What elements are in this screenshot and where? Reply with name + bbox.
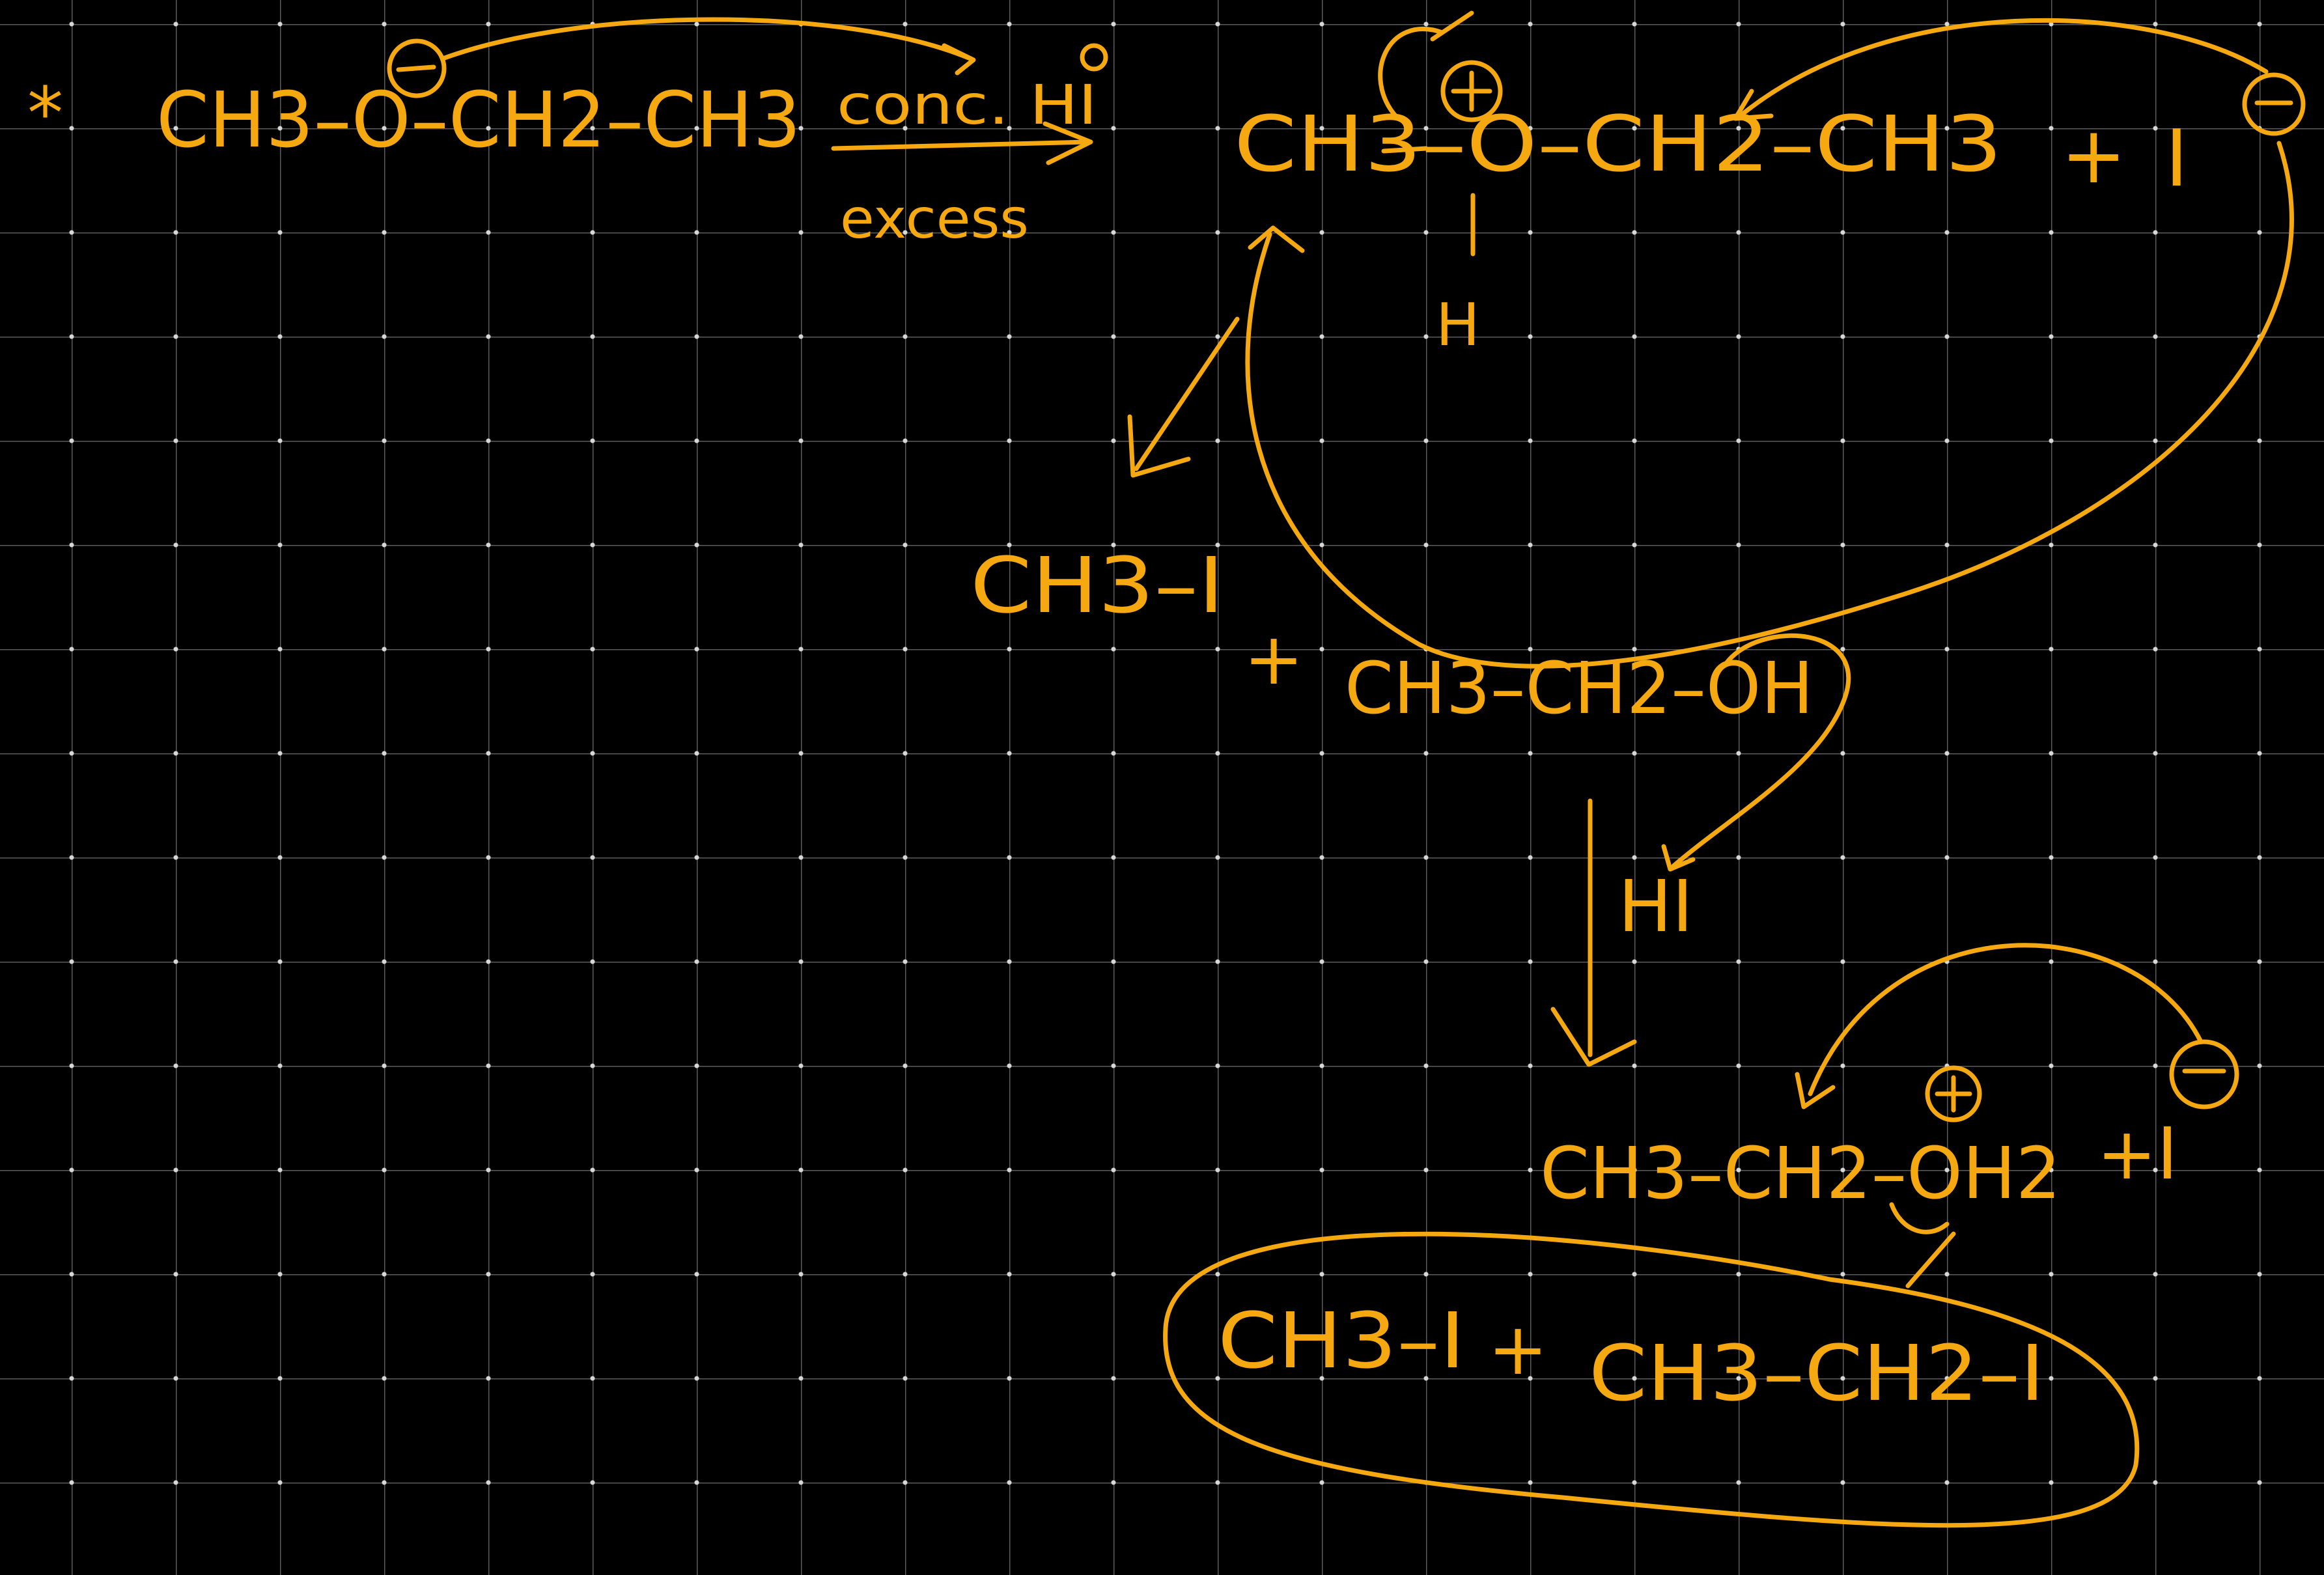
- protonated-ether-formula: CH3–O–CH2–CH3: [1234, 99, 2002, 189]
- oxonium-plus-circle: [1440, 60, 1503, 122]
- final-plus-sign: +: [1488, 1307, 1548, 1391]
- leaving-group-arrow: [1889, 1202, 1950, 1234]
- iodide-attack-arrow-loop: [1245, 141, 2294, 669]
- iodide-minus-circle-2: [2169, 1039, 2239, 1109]
- oxygen-negative-circle: [387, 38, 447, 98]
- small-curved-arrow: [1378, 27, 1445, 120]
- step-3-intermediate-products: CH3–I + CH3–CH2–OH HI: [970, 540, 1851, 1067]
- curved-arrow-iodide-to-ch2: [1808, 943, 2204, 1096]
- attached-hydrogen: H: [1436, 291, 1480, 359]
- plus-sign-step2: +: [2061, 111, 2127, 201]
- curved-arrow-oxygen-to-proton: [440, 17, 973, 61]
- final-products-circled: CH3–I + CH3–CH2–I: [1163, 1231, 2140, 1528]
- vertical-arrowhead: [1550, 1007, 1637, 1067]
- curved-arrowhead-to-ch2: [1733, 89, 1774, 121]
- iodide-attack-arrowhead: [1248, 225, 1305, 253]
- final-methyl-iodide: CH3–I: [1218, 1296, 1465, 1386]
- leaving-group-arrow-tail: [1905, 1231, 1956, 1289]
- bullet-asterisk: *: [27, 72, 63, 155]
- iodide-step4: +I: [2097, 1112, 2178, 1195]
- diagonal-arrow-to-products: [1134, 316, 1240, 471]
- oxygen-negative-sign: [396, 64, 436, 72]
- hi-arrowhead: [1661, 844, 1696, 872]
- small-arrowhead: [1430, 10, 1474, 42]
- ether-formula: CH3–O–CH2–CH3: [156, 75, 801, 165]
- diagonal-arrowhead: [1127, 414, 1191, 478]
- curved-arrowhead-iodide-to-ch2: [1795, 1072, 1836, 1109]
- reagent-excess: excess: [840, 187, 1029, 251]
- ethanol-formula: CH3–CH2–OH: [1345, 647, 1813, 730]
- step-2-protonated-ether: CH3–O–CH2–CH3 H + I: [1127, 10, 2306, 669]
- bond-cleavage-mark: [1381, 146, 1429, 154]
- curved-arrow-to-ch2: [1736, 18, 2269, 120]
- plus-sign-step3: +: [1244, 617, 1304, 701]
- arrowhead-1: [942, 43, 976, 76]
- reaction-arrow-1: [831, 139, 1090, 151]
- reagent-hi-step3: HI: [1618, 865, 1693, 948]
- oxonium-plus-circle-2: [1925, 1065, 1982, 1122]
- reaction-arrowhead-1: [1043, 121, 1093, 165]
- step-1-ether-with-reagent: * CH3–O–CH2–CH3 conc. HI excess: [27, 17, 1108, 251]
- curved-arrow-oh-to-hi: [1671, 633, 1851, 869]
- iodide-small-minus-circle: [1080, 43, 1108, 72]
- products-enclosing-loop: [1163, 1231, 2140, 1528]
- protonated-ethanol-formula: CH3–CH2–OH2: [1540, 1132, 2061, 1215]
- step-4-protonated-ethanol: CH3–CH2–OH2 +I: [1540, 943, 2239, 1289]
- methyl-iodide-intermediate: CH3–I: [970, 540, 1224, 630]
- final-ethyl-iodide: CH3–CH2–I: [1589, 1328, 2045, 1418]
- iodide-ion: I: [2165, 114, 2188, 204]
- iodide-minus-circle: [2242, 72, 2306, 136]
